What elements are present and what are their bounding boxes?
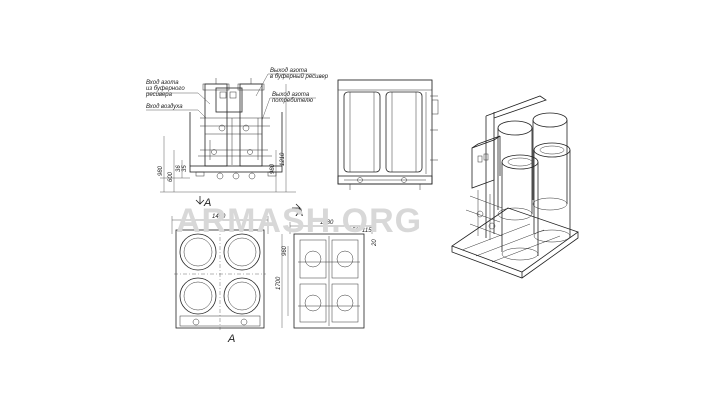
iso-vessel-front-left	[501, 154, 539, 261]
bottom-dim-1700: 1700	[276, 276, 282, 290]
bottom-view: 1280 50 1156 20 1700 960 A	[276, 203, 378, 329]
dim-600: 600	[168, 171, 174, 182]
isometric-view	[451, 95, 579, 279]
front-dimensions	[160, 84, 296, 193]
plan-view-letter: A	[227, 333, 235, 345]
plan-dim-width: 1450	[212, 214, 226, 220]
label-nitrogen-out-consumer-line1: Выход азота	[272, 92, 310, 98]
dim-1210: 1210	[280, 152, 286, 166]
iso-vessel-rear-right	[532, 112, 568, 211]
label-nitrogen-out-buffer-line2: в буферный ресивер	[270, 73, 329, 80]
label-nitrogen-out-consumer-line2: потребителю	[272, 98, 313, 104]
bottom-dim-960: 960	[282, 245, 288, 256]
dim-980-left: 980	[158, 165, 164, 176]
watermark: ARMASH.ORG	[176, 202, 422, 240]
bottom-vessels	[298, 236, 360, 326]
plan-vessels	[179, 233, 261, 315]
label-air-in: Вход воздуха	[146, 104, 183, 110]
front-leaders	[146, 73, 316, 121]
side-view	[337, 79, 439, 190]
side-vessel-right	[385, 91, 423, 173]
dim-980-right: 980	[270, 163, 276, 174]
front-view-letter: A	[203, 197, 211, 209]
bottom-view-arrow	[292, 203, 301, 213]
dim-36: 36	[176, 165, 182, 172]
bottom-dim-width: 1280	[320, 220, 334, 226]
dim-35: 35	[182, 165, 188, 172]
plan-view: 1450 A	[171, 214, 269, 345]
bottom-view-letter: A	[295, 207, 303, 219]
label-nitrogen-in-line1: Вход азота	[146, 80, 179, 86]
front-frame	[189, 112, 283, 180]
label-nitrogen-out-buffer-line1: Выход азота	[270, 68, 308, 74]
side-vessel-left	[343, 91, 381, 173]
front-piping	[198, 117, 272, 165]
iso-control-cabinet	[471, 135, 501, 189]
bottom-dim-50: 50	[352, 228, 359, 234]
label-nitrogen-in-line3: ресивера	[145, 92, 173, 98]
iso-vessel-rear-left	[497, 120, 533, 221]
front-view: Вход азота из буферного ресивера Вход во…	[145, 68, 329, 209]
bottom-dim-1156: 1156	[362, 228, 376, 234]
front-control-box	[215, 87, 243, 113]
label-nitrogen-in-line2: из буферного	[146, 86, 185, 92]
view-arrow	[195, 196, 205, 205]
bottom-dim-20: 20	[372, 239, 378, 247]
iso-vessel-front-right	[533, 142, 571, 243]
